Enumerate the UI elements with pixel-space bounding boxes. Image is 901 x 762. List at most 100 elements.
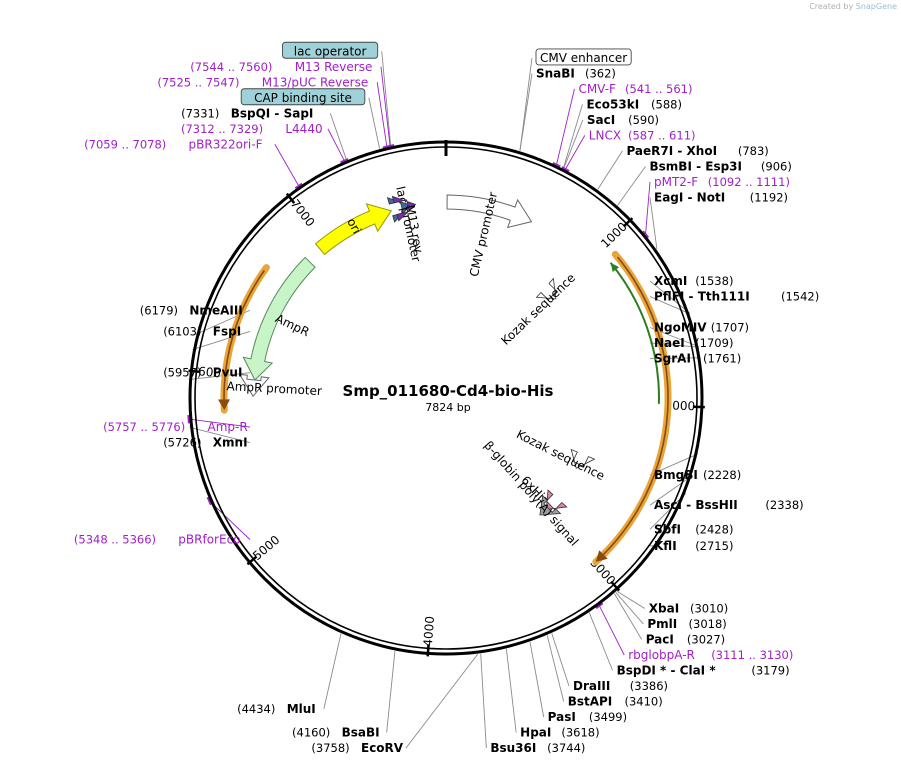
feature-ampr-promoter <box>238 373 270 397</box>
leader-line <box>649 197 658 250</box>
primer-mark <box>382 144 392 150</box>
leader-line <box>327 128 345 162</box>
tick-5000 <box>246 555 258 566</box>
site-name: pMT2-F <box>654 175 698 189</box>
site-label-bsu36i: Bsu36I(3744) <box>490 741 585 755</box>
leader-line <box>597 150 623 190</box>
leader-line <box>649 280 690 314</box>
feature-ori-label: ori <box>344 216 364 236</box>
site-position: (1092 .. 1111) <box>708 175 790 189</box>
feature-box-label: CMV enhancer <box>540 51 627 65</box>
site-label-cmv-enhancer: CMV enhancer <box>535 48 632 66</box>
site-position: (3499) <box>589 710 627 724</box>
primer-mark <box>595 602 604 609</box>
site-position: (7312 .. 7329) <box>181 122 263 136</box>
leader-line <box>563 119 584 169</box>
site-position: (3618) <box>561 726 599 740</box>
site-label-m13-reverse: M13 Reverse(7544 .. 7560) <box>190 60 372 74</box>
tick-label: 7000 <box>288 197 318 230</box>
site-name: SacI <box>587 113 615 127</box>
site-position: (6179) <box>140 303 178 317</box>
tick-label: 5000 <box>250 533 282 563</box>
orf-line <box>223 270 265 407</box>
orf-line <box>597 256 669 560</box>
site-position: (5957) <box>163 366 201 380</box>
site-label-m13-puc-reverse: M13/pUC Reverse(7525 .. 7547) <box>157 75 368 89</box>
site-position: (7331) <box>181 106 219 120</box>
leader-line <box>376 82 388 147</box>
site-name: L4440 <box>285 122 322 136</box>
primer-mark <box>206 496 213 506</box>
site-position: (7059 .. 7078) <box>84 137 166 151</box>
site-name: PaeR7I - XhoI <box>626 144 717 158</box>
site-position: (588) <box>651 97 682 111</box>
tick-label: 4000 <box>421 616 437 647</box>
site-label-hpai: HpaI(3618) <box>520 726 599 740</box>
site-name: pBRforEco <box>178 533 240 547</box>
site-position: (3111 .. 3130) <box>711 648 793 662</box>
plasmid-length: 7824 bp <box>425 401 470 414</box>
leader-line <box>329 113 347 161</box>
site-name: SnaBI <box>536 66 575 80</box>
tick-3000 <box>610 580 621 592</box>
site-position: (5757 .. 5776) <box>103 420 185 434</box>
site-name: EcoRV <box>361 741 404 755</box>
leader-line <box>617 166 646 206</box>
site-label-pmt2-f: pMT2-F (1092 .. 1111) <box>654 175 790 189</box>
site-name: rbglobpA-R <box>628 648 695 662</box>
cds-inner-line <box>609 262 660 404</box>
site-label-amp-r: Amp-R(5757 .. 5776) <box>103 420 248 434</box>
site-name: NaeI <box>654 336 685 350</box>
leader-line <box>562 104 583 169</box>
site-name: BsmBI - Esp3I <box>650 159 742 173</box>
site-label-cap-binding-site: CAP binding site <box>240 88 366 106</box>
site-label-bmgbi: BmgBI(2228) <box>654 468 741 482</box>
site-name: BsaBI <box>342 726 380 740</box>
site-name: PvuI <box>213 366 243 380</box>
site-label-pvui: PvuI (5957) <box>163 366 242 380</box>
leader-line <box>188 372 251 381</box>
tick-7000 <box>285 192 296 204</box>
site-position: (906) <box>761 159 792 173</box>
site-name: DraIII <box>573 679 610 693</box>
site-name: KflI <box>654 539 677 553</box>
site-label-bsmbi-esp3i: BsmBI - Esp3I (906) <box>650 159 792 173</box>
site-position: (362) <box>585 66 616 80</box>
site-name: EagI - NotI <box>654 190 725 204</box>
site-name: NmeAIII <box>189 303 242 317</box>
site-position: (1707) <box>711 320 749 334</box>
site-name: XcmI <box>654 274 687 288</box>
site-name: Bsu36I <box>490 741 536 755</box>
primer-mark <box>561 166 570 173</box>
leader-line <box>564 135 586 170</box>
site-position: (1542) <box>781 290 819 304</box>
site-position: (587 .. 611) <box>628 128 696 142</box>
leader-line <box>386 650 396 733</box>
site-position: (541 .. 561) <box>625 82 693 96</box>
site-name: BstAPI <box>568 695 613 709</box>
leader-line <box>551 633 570 687</box>
feature-ampr-label: AmpR <box>273 311 311 339</box>
site-label-nmeaiii: NmeAIII (6179) <box>140 303 243 317</box>
site-position: (2228) <box>703 468 741 482</box>
plasmid-name: Smp_011680-Cd4-bio-His <box>343 382 554 400</box>
site-label-sbfi: SbfI(2428) <box>654 522 733 536</box>
site-position: (7544 .. 7560) <box>190 60 272 74</box>
site-position: (3758) <box>311 741 349 755</box>
feature-box <box>240 88 366 106</box>
site-label-asci-bsshii: AscI - BssHII(2338) <box>654 498 804 512</box>
site-position: (7525 .. 7547) <box>157 75 239 89</box>
site-label-eco53ki: Eco53kI(588) <box>586 97 682 111</box>
feature-box <box>282 41 379 59</box>
site-label-pbr322ori-f: pBR322ori-F (7059 .. 7078) <box>84 137 262 151</box>
feature-kozak-sequence-label: Kozak sequence <box>498 271 578 348</box>
leader-line <box>616 590 646 609</box>
feature-box-label: CAP binding site <box>254 91 352 105</box>
feature-globin-poly-a-signal <box>539 494 562 516</box>
primer-mark <box>294 182 303 190</box>
site-position: (3010) <box>690 602 728 616</box>
leader-line <box>380 66 391 147</box>
site-name: pBR322ori-F <box>189 137 263 151</box>
site-label-saci: SacI(590) <box>587 113 659 127</box>
feature-kozak-sequence <box>570 448 596 469</box>
